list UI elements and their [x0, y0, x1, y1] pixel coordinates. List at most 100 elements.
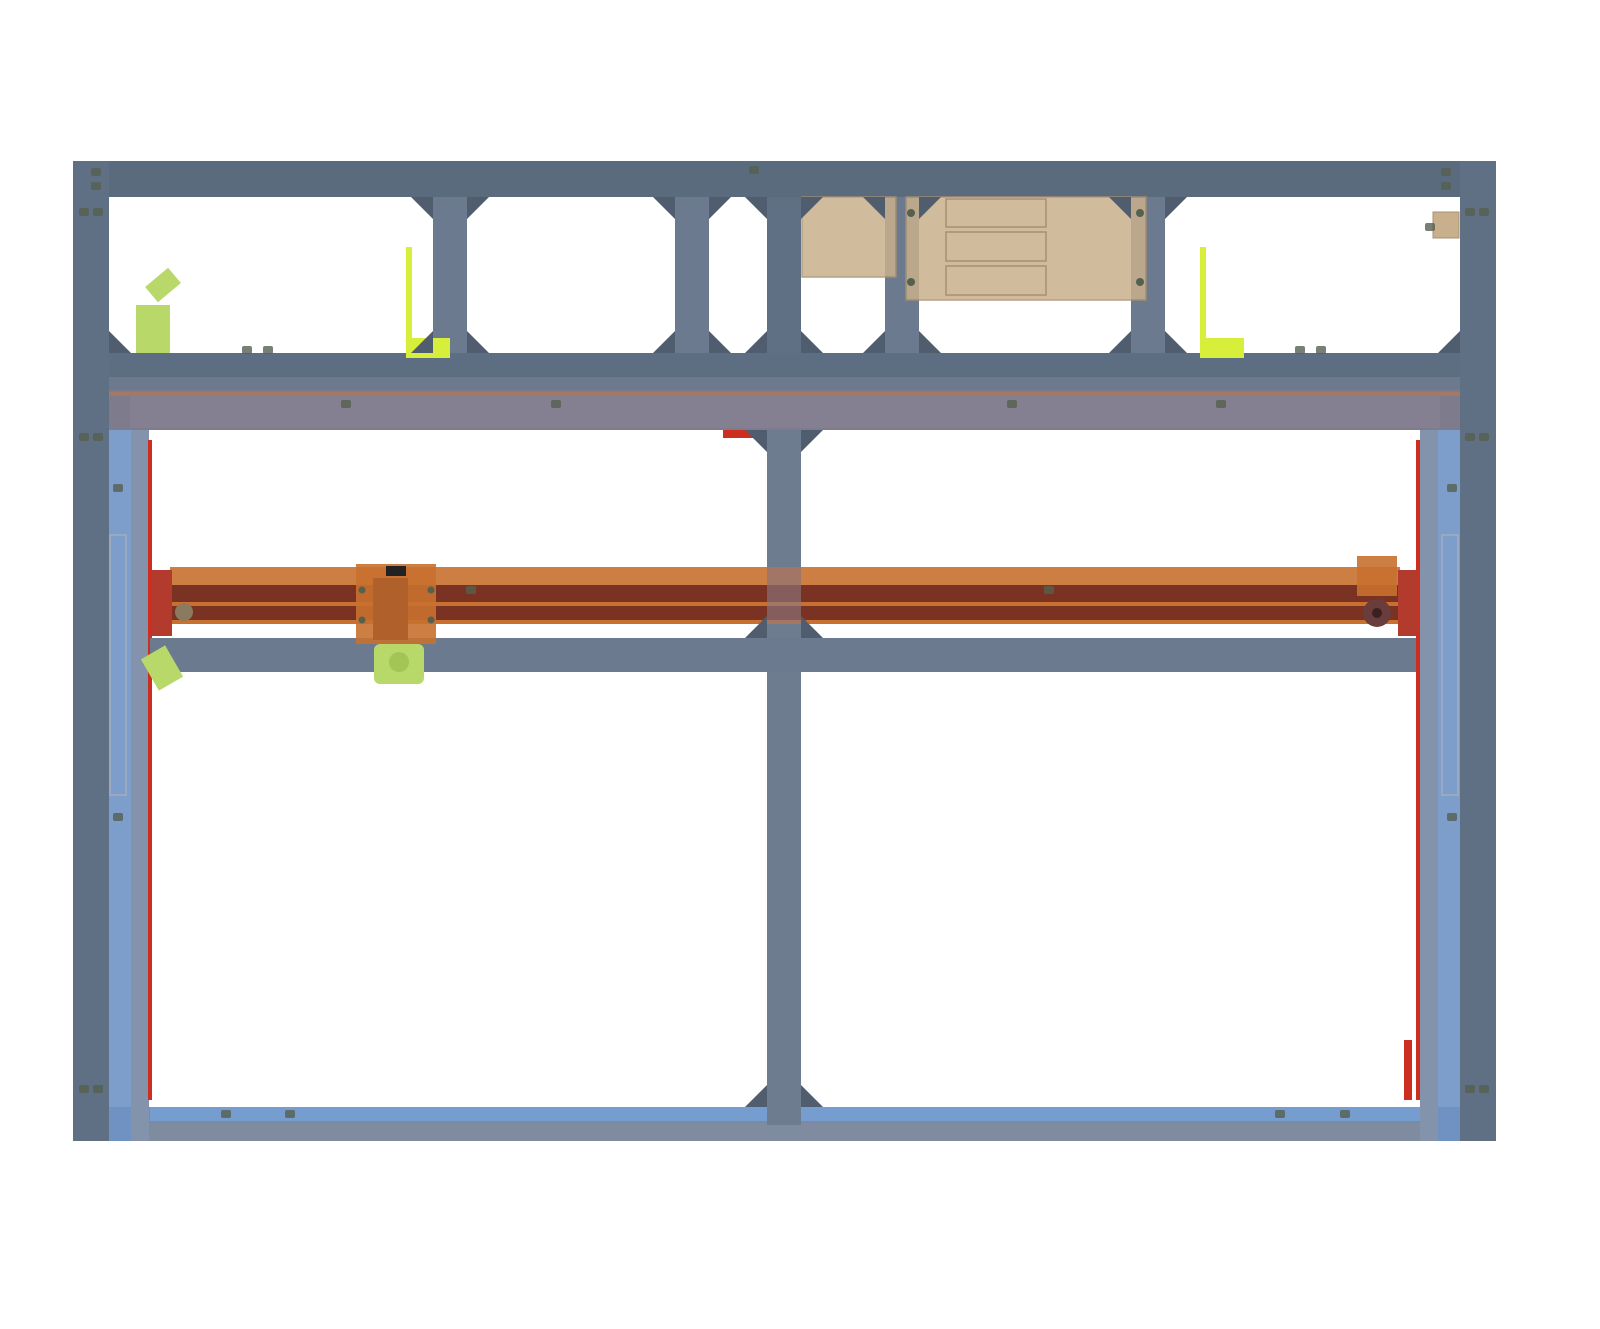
frame-bolt: [551, 400, 561, 408]
motor-mount: [1357, 556, 1397, 596]
frame-bolt: [113, 813, 123, 821]
gantry-beam-edge: [109, 392, 1460, 396]
gusset-bracket: [1165, 197, 1187, 219]
panel-slot-1: [945, 198, 1047, 228]
corner-brackets: [109, 197, 1460, 1107]
lime-clip-base-2: [1200, 338, 1244, 358]
motor-pulley-hub: [1372, 608, 1382, 618]
panel-bolt: [1136, 209, 1144, 217]
upper-post-3: [767, 197, 801, 353]
panel-main: [905, 196, 1147, 301]
frame-bolt: [1007, 400, 1017, 408]
gusset-bracket: [801, 616, 823, 638]
lower-crossbeam: [150, 638, 1416, 672]
gusset-bracket: [801, 331, 823, 353]
frame-bolt: [1044, 586, 1054, 594]
gusset-bracket: [919, 197, 941, 219]
frame-bolts: [79, 166, 1489, 1118]
frame-bolt: [1316, 346, 1326, 354]
upper-post-1: [433, 197, 467, 353]
bottom-beam-lower: [109, 1123, 1460, 1141]
frame-bolt: [1275, 1110, 1285, 1118]
corner-clip-arm: [145, 267, 181, 303]
carriage-block: [373, 578, 408, 640]
gusset-bracket: [801, 1085, 823, 1107]
frame-bolt: [263, 346, 273, 354]
gusset-bracket: [653, 197, 675, 219]
corner-clip-mid-left: [140, 645, 184, 691]
idler-pulley: [175, 603, 193, 621]
frame-bolt: [113, 484, 123, 492]
frame-bolt: [1479, 208, 1489, 216]
rail-endcap-right: [1398, 570, 1418, 636]
carriage-bolt: [358, 616, 366, 624]
gusset-bracket: [745, 430, 767, 452]
gusset-bracket: [919, 331, 941, 353]
rail-post-overlap: [767, 567, 801, 624]
left-inner-rail: [109, 430, 131, 1141]
left-red-rail: [148, 440, 152, 1100]
gusset-bracket: [467, 331, 489, 353]
gusset-bracket: [745, 1085, 767, 1107]
frame-bolt: [1216, 400, 1226, 408]
frame-bolt: [1340, 1110, 1350, 1118]
gusset-bracket: [801, 430, 823, 452]
left-inner-rail-2: [131, 430, 149, 1141]
frame-bolt: [341, 400, 351, 408]
gusset-bracket: [745, 331, 767, 353]
panel-bolt: [1136, 278, 1144, 286]
frame-bolt: [93, 1085, 103, 1093]
frame-bolt: [1295, 346, 1305, 354]
side-connector: [1432, 211, 1460, 239]
frame-bolt: [93, 433, 103, 441]
left-rail-slot: [109, 534, 127, 796]
tool-head-nozzle: [389, 652, 409, 672]
frame-bolt: [91, 168, 101, 176]
frame-bolt: [1465, 208, 1475, 216]
carriage-bolt: [427, 586, 435, 594]
frame-bolt: [79, 208, 89, 216]
frame-bolt: [466, 586, 476, 594]
frame-bolt: [1447, 813, 1457, 821]
frame-bolt: [1447, 484, 1457, 492]
gusset-bracket: [1109, 331, 1131, 353]
upper-bay: [109, 197, 1460, 430]
gusset-bracket: [709, 331, 731, 353]
gusset-bracket: [467, 197, 489, 219]
frame-bolt: [93, 208, 103, 216]
frame-bolt: [1441, 168, 1451, 176]
frame-bolt: [749, 166, 759, 174]
gusset-bracket: [745, 616, 767, 638]
carriage-bolt: [427, 616, 435, 624]
frame-bolt: [91, 182, 101, 190]
frame-bolt: [221, 1110, 231, 1118]
right-post: [1460, 161, 1496, 1141]
panel-bolt: [907, 209, 915, 217]
gantry-beam-top: [109, 377, 1460, 391]
gusset-bracket: [863, 197, 885, 219]
lower-frame: [109, 430, 1460, 1141]
endstop-marker: [723, 430, 765, 438]
panel-bolt: [907, 278, 915, 286]
gusset-bracket: [801, 197, 823, 219]
cable-clips: [136, 247, 1244, 691]
frame-bolt: [285, 1110, 295, 1118]
upper-crossbeam: [109, 353, 1460, 377]
right-rail-slot: [1441, 534, 1459, 796]
gusset-bracket: [653, 331, 675, 353]
gusset-bracket: [709, 197, 731, 219]
panel-slot-2: [945, 231, 1047, 262]
frame-bolt: [1465, 1085, 1475, 1093]
frame-bolt: [1441, 182, 1451, 190]
gantry-beam-shade: [130, 396, 1440, 428]
carriage-bolt: [358, 586, 366, 594]
lime-clip-stem-1: [406, 247, 412, 342]
gusset-bracket: [1438, 331, 1460, 353]
upper-post-2: [675, 197, 709, 353]
carriage-label: [386, 566, 406, 576]
right-inner-rail-2: [1420, 430, 1438, 1141]
gusset-bracket: [411, 331, 433, 353]
carriage: [356, 564, 436, 684]
gusset-bracket: [1109, 197, 1131, 219]
